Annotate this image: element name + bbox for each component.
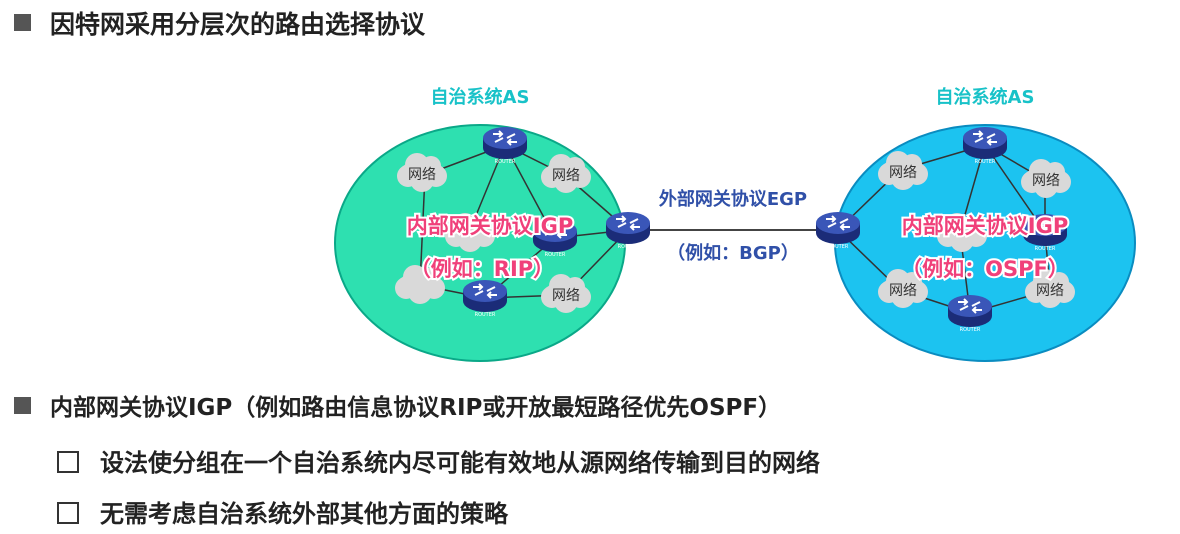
network-cloud-icon: 网络 xyxy=(541,154,591,193)
network-cloud-icon: 网络 xyxy=(397,153,447,192)
svg-text:ROUTER: ROUTER xyxy=(495,159,516,165)
router-icon: ROUTER xyxy=(947,294,993,333)
svg-text:网络: 网络 xyxy=(889,283,917,299)
svg-text:网络: 网络 xyxy=(552,168,580,184)
svg-text:ROUTER: ROUTER xyxy=(618,244,639,250)
svg-text:ROUTER: ROUTER xyxy=(975,159,996,165)
routing-diagram: 自治系统AS 自治系统AS 外部网关协议EGP （例如：BGP） 网络 网络 网… xyxy=(334,86,1136,362)
left-igp-example: （例如：RIP） xyxy=(410,257,554,281)
svg-text:网络: 网络 xyxy=(1032,173,1060,189)
router-icon: ROUTER xyxy=(962,126,1008,165)
igp-bullet-text: 内部网关协议IGP（例如路由信息协议RIP或开放最短路径优先OSPF） xyxy=(50,395,782,421)
left-as-label: 自治系统AS xyxy=(431,86,530,108)
egp-example: （例如：BGP） xyxy=(667,242,799,264)
router-icon: ROUTER xyxy=(605,211,651,250)
svg-text:ROUTER: ROUTER xyxy=(1035,246,1056,252)
left-igp-label: 内部网关协议IGP xyxy=(407,214,573,238)
network-cloud-icon: 网络 xyxy=(541,274,591,313)
main-bullet-icon xyxy=(14,397,31,414)
svg-text:ROUTER: ROUTER xyxy=(828,244,849,250)
svg-text:ROUTER: ROUTER xyxy=(475,312,496,318)
router-icon: ROUTER xyxy=(1022,213,1068,252)
svg-text:网络: 网络 xyxy=(552,288,580,304)
router-icon: ROUTER xyxy=(462,279,508,318)
page-title: 因特网采用分层次的路由选择协议 xyxy=(50,10,426,39)
svg-text:网络: 网络 xyxy=(408,167,436,183)
right-igp-example: （例如：OSPF） xyxy=(901,257,1069,281)
right-as-label: 自治系统AS xyxy=(936,86,1035,108)
egp-label: 外部网关协议EGP xyxy=(659,188,807,210)
router-icon: ROUTER xyxy=(815,211,861,250)
svg-text:网络: 网络 xyxy=(1036,283,1064,299)
checkbox-icon xyxy=(57,451,79,473)
svg-text:ROUTER: ROUTER xyxy=(545,252,566,258)
router-icon: ROUTER xyxy=(532,219,578,258)
router-icon: ROUTER xyxy=(482,126,528,165)
right-igp-label: 内部网关协议IGP xyxy=(902,214,1068,238)
title-bullet-icon xyxy=(14,14,31,31)
svg-text:ROUTER: ROUTER xyxy=(960,327,981,333)
network-cloud-icon: 网络 xyxy=(1021,159,1071,198)
network-cloud-icon: 网络 xyxy=(878,269,928,308)
checkbox-icon xyxy=(57,502,79,524)
sub-bullet-2: 无需考虑自治系统外部其他方面的策略 xyxy=(100,500,508,528)
svg-text:网络: 网络 xyxy=(889,165,917,181)
network-cloud-icon: 网络 xyxy=(878,151,928,190)
sub-bullet-1: 设法使分组在一个自治系统内尽可能有效地从源网络传输到目的网络 xyxy=(100,449,820,477)
network-cloud-icon: 网络 xyxy=(1025,269,1075,308)
